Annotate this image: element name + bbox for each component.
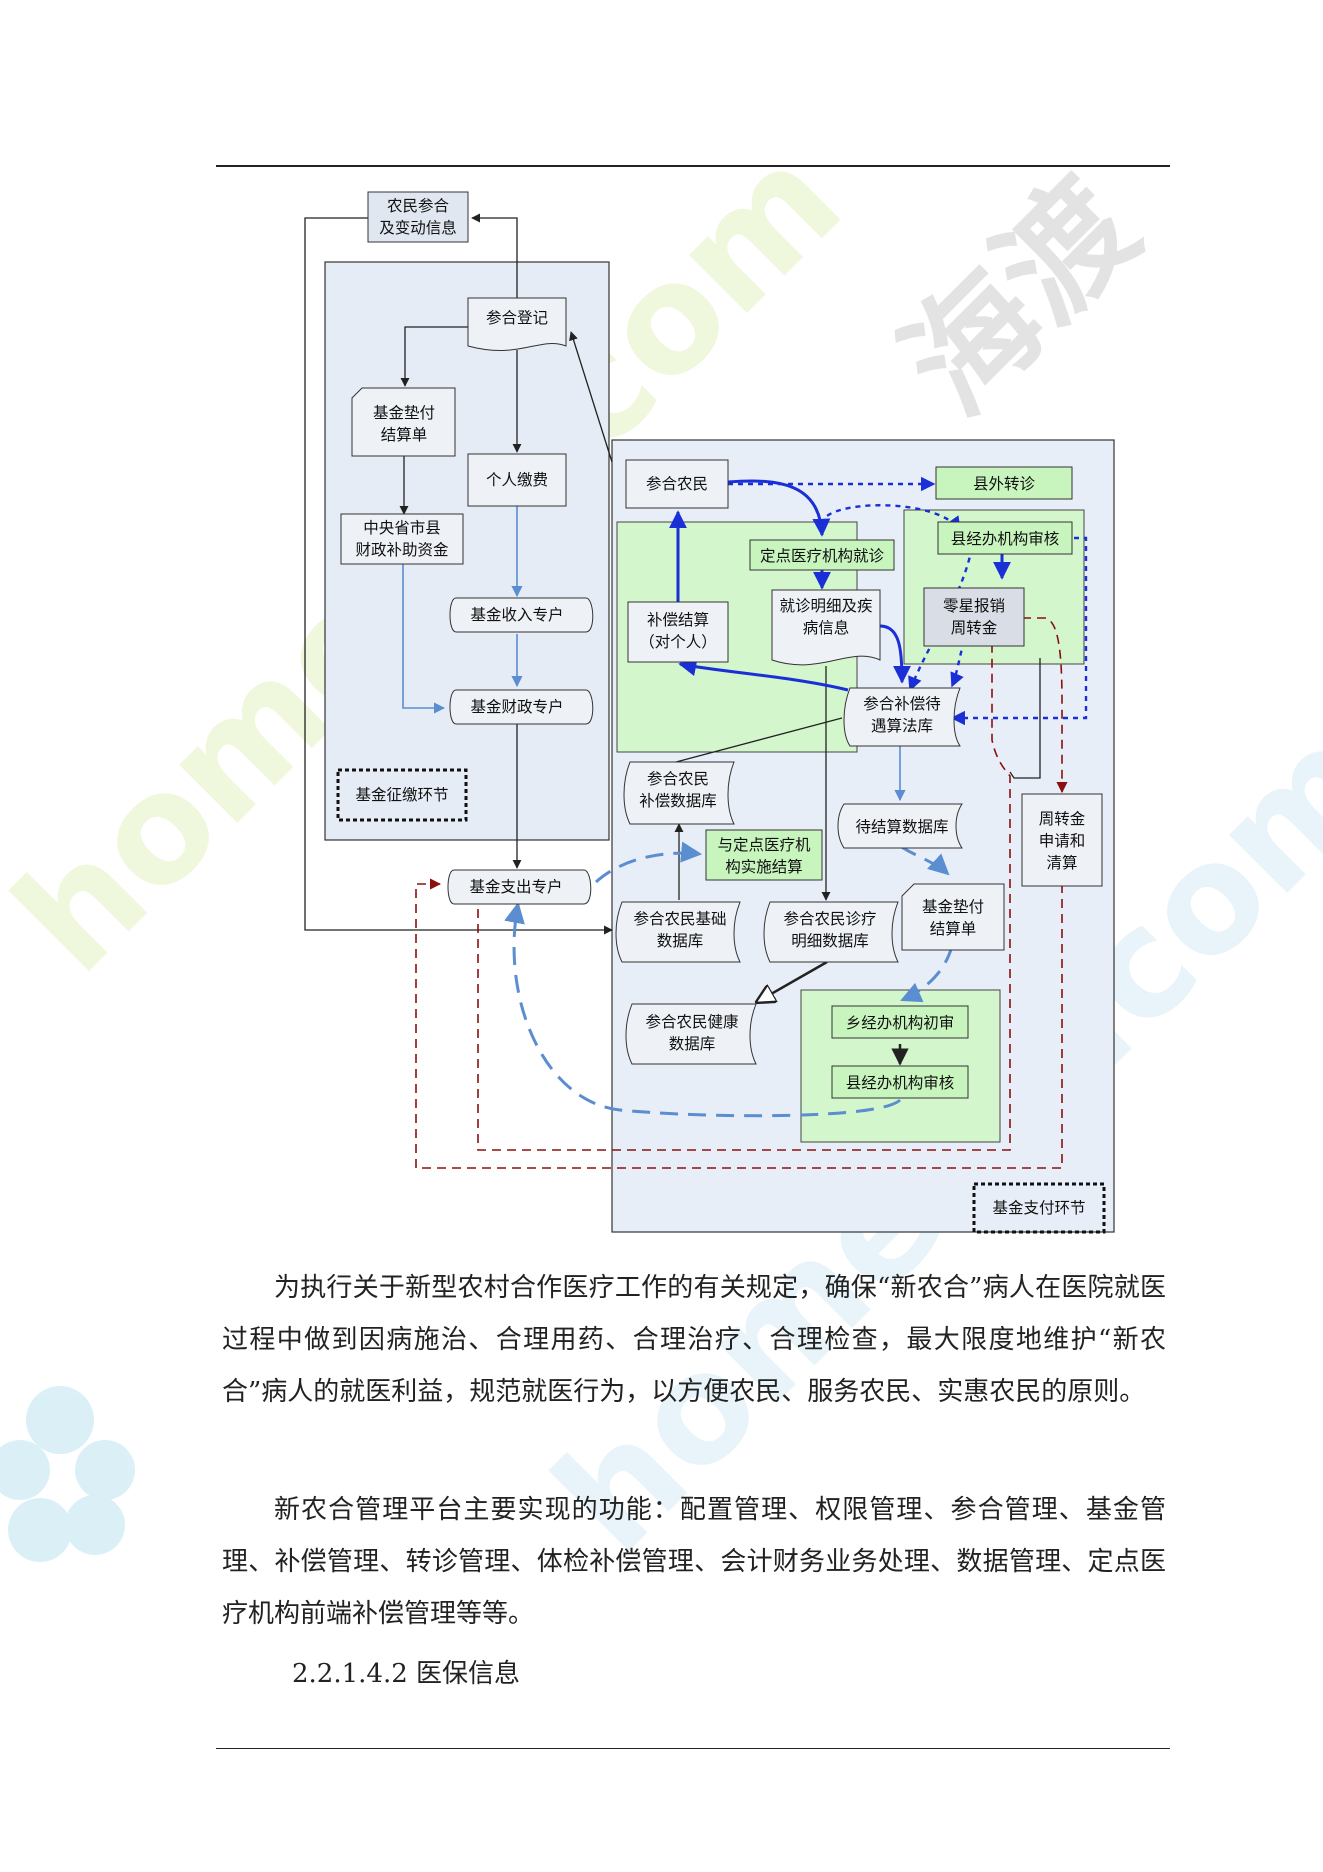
node-compensation-settlement: 补偿结算 （对个人） <box>627 601 729 663</box>
node-farmer-compensation-db-line1: 参合农民 <box>647 770 709 788</box>
node-outside-referral-text: 县外转诊 <box>973 475 1036 493</box>
node-county-review-top: 县经办机构审核 <box>937 521 1073 555</box>
node-fund-expense-account: 基金支出专户 <box>447 869 592 905</box>
node-collection-stage: 基金征缴环节 <box>336 768 468 822</box>
arrow-farmerinfo-loop <box>304 217 613 935</box>
node-fund-income-account: 基金收入专户 <box>449 597 594 633</box>
node-farmer-compensation-db-line2: 补偿数据库 <box>639 792 717 810</box>
node-township-review: 乡经办机构初审 <box>831 1005 969 1039</box>
arrow-petty-to-revolving <box>1022 617 1068 794</box>
arrow-county-to-rules-right <box>950 536 1088 726</box>
node-payment-stage: 基金支付环节 <box>972 1182 1106 1234</box>
node-fund-advance-right-line2: 结算单 <box>930 919 977 938</box>
node-fund-advance-left-line2: 结算单 <box>381 425 428 444</box>
node-petty-reimbursement: 零星报销 周转金 <box>923 587 1025 647</box>
node-enroll-register-text: 参合登记 <box>486 309 548 327</box>
arrow-compdb-to-rules <box>675 717 843 763</box>
node-revolving-fund-line3: 清算 <box>1046 853 1077 872</box>
node-personal-payment: 个人缴费 <box>467 453 567 507</box>
node-enroll-register: 参合登记 <box>467 297 567 351</box>
arrow-farmer-to-register <box>569 331 613 463</box>
node-payment-stage-text: 基金支付环节 <box>992 1199 1085 1217</box>
node-collection-stage-text: 基金征缴环节 <box>355 786 448 804</box>
node-central-subsidy-line1: 中央省市县 <box>363 519 441 537</box>
node-visit-details: 就诊明细及疾 病信息 <box>771 589 881 666</box>
node-farmer-change-info: 农民参合 及变动信息 <box>367 191 469 243</box>
node-farmer-health-db-line2: 数据库 <box>669 1035 716 1053</box>
node-fund-income-account-text: 基金收入专户 <box>470 606 563 624</box>
node-farmer-medical-db-line2: 明细数据库 <box>791 932 869 950</box>
arrow-farmer-to-hospital <box>727 479 831 537</box>
node-hospital-settlement: 与定点医疗机 构实施结算 <box>705 829 823 881</box>
node-pending-settlement-db-text: 待结算数据库 <box>855 817 948 836</box>
arrow-payment-to-petty <box>477 624 1011 1151</box>
node-farmer-medical-db-line1: 参合农民诊疗 <box>783 910 876 928</box>
node-county-review-bottom: 县经办机构审核 <box>831 1065 969 1099</box>
node-farmer-base-db-line1: 参合农民基础 <box>633 910 726 928</box>
node-revolving-fund-line2: 申请和 <box>1039 832 1086 850</box>
flow-diagram: 农民参合 及变动信息 参合登记 基金垫付 结算单 个人缴费 中央省市县 财政补助… <box>304 191 1115 1234</box>
arrow-expense-to-hospital-settle <box>594 841 703 884</box>
node-hospital-settlement-line2: 构实施结算 <box>725 857 803 876</box>
node-revolving-fund: 周转金 申请和 清算 <box>1021 793 1103 887</box>
body-paragraph-1: 为执行关于新型农村合作医疗工作的有关规定，确保“新农合”病人在医院就医过程中做到… <box>222 1273 1166 1407</box>
node-township-review-text: 乡经办机构初审 <box>846 1014 955 1032</box>
node-compensation-settlement-line1: 补偿结算 <box>647 610 709 629</box>
arrow-register-to-farmerinfo <box>471 213 518 298</box>
node-fund-advance-left-line1: 基金垫付 <box>373 404 435 422</box>
arrow-meddb-to-healthdb <box>757 960 828 1002</box>
node-designated-hospital: 定点医疗机构就诊 <box>749 539 895 571</box>
node-hospital-settlement-line1: 与定点医疗机 <box>717 836 811 854</box>
arrow-details-to-rules <box>879 624 911 684</box>
arrow-advance-to-township <box>900 945 954 1003</box>
node-farmer-change-info-line2: 及变动信息 <box>379 219 457 237</box>
node-central-subsidy: 中央省市县 财政补助资金 <box>340 513 464 565</box>
arrow-rules-to-settlement <box>678 658 849 692</box>
arrow-county-to-expense <box>504 901 902 1118</box>
arrow-county-bottom-to-rules <box>1009 658 1041 779</box>
watermark-flower-icon <box>0 1386 135 1562</box>
node-visit-details-line2: 病信息 <box>803 619 850 637</box>
node-fund-advance-left: 基金垫付 结算单 <box>351 387 456 457</box>
arrow-hospital-to-county <box>820 504 961 532</box>
node-enrolled-farmer-text: 参合农民 <box>646 475 708 493</box>
node-designated-hospital-text: 定点医疗机构就诊 <box>760 547 885 565</box>
node-fund-finance-account-text: 基金财政专户 <box>470 698 563 716</box>
node-visit-details-line1: 就诊明细及疾 <box>779 597 872 615</box>
node-compensation-rules-line2: 遇算法库 <box>871 716 933 735</box>
node-petty-reimbursement-line2: 周转金 <box>951 619 998 637</box>
arrow-register-to-advance <box>400 326 468 387</box>
node-farmer-compensation-db: 参合农民 补偿数据库 <box>623 761 735 825</box>
node-farmer-base-db-line2: 数据库 <box>657 932 704 950</box>
body-paragraph-2: 新农合管理平台主要实现的功能：配置管理、权限管理、参合管理、基金管理、补偿管理、… <box>222 1495 1166 1629</box>
node-fund-expense-account-text: 基金支出专户 <box>469 878 562 896</box>
node-compensation-settlement-line2: （对个人） <box>639 633 717 651</box>
node-county-review-top-text: 县经办机构审核 <box>951 530 1060 548</box>
node-personal-payment-text: 个人缴费 <box>486 471 548 489</box>
node-petty-reimbursement-line1: 零星报销 <box>943 597 1005 615</box>
arrow-revolving-to-expense <box>415 878 1063 1169</box>
node-compensation-rules-line1: 参合补偿待 <box>863 695 941 713</box>
node-farmer-base-db: 参合农民基础 数据库 <box>615 901 741 963</box>
top-rule <box>216 165 1170 167</box>
node-county-review-bottom-text: 县经办机构审核 <box>846 1074 955 1092</box>
node-fund-finance-account: 基金财政专户 <box>449 689 594 725</box>
node-compensation-rules: 参合补偿待 遇算法库 <box>843 687 961 747</box>
node-farmer-health-db: 参合农民健康 数据库 <box>625 1003 757 1065</box>
node-outside-referral: 县外转诊 <box>935 466 1073 500</box>
node-fund-advance-right-line1: 基金垫付 <box>922 898 984 916</box>
node-pending-settlement-db: 待结算数据库 <box>837 803 963 849</box>
section-heading: 2.2.1.4.2 医保信息 <box>292 1659 521 1689</box>
node-farmer-medical-db: 参合农民诊疗 明细数据库 <box>763 901 899 963</box>
node-farmer-change-info-line1: 农民参合 <box>387 197 450 215</box>
arrow-subsidy-to-finance <box>402 564 446 714</box>
bottom-rule <box>216 1748 1170 1749</box>
node-fund-advance-right: 基金垫付 结算单 <box>901 883 1005 951</box>
node-farmer-health-db-line1: 参合农民健康 <box>645 1013 738 1031</box>
node-enrolled-farmer: 参合农民 <box>625 459 729 509</box>
node-revolving-fund-line1: 周转金 <box>1039 810 1086 828</box>
node-central-subsidy-line2: 财政补助资金 <box>355 541 449 559</box>
